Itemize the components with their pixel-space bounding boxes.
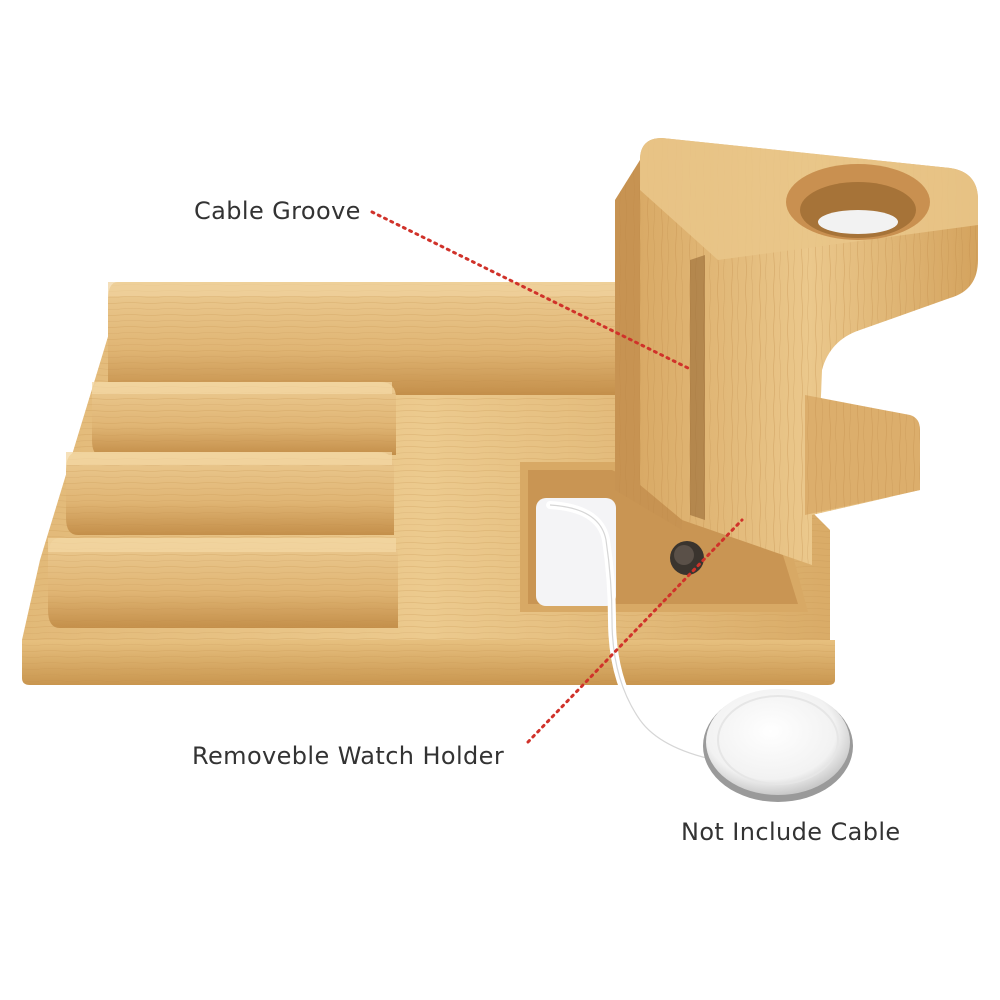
watch-holder-leader: [526, 518, 744, 744]
not-include-cable-label: Not Include Cable: [681, 818, 901, 846]
phone-slots: [48, 282, 640, 628]
removeable-watch-holder-label: Removeble Watch Holder: [192, 742, 505, 770]
cable-groove-leader: [370, 210, 694, 372]
watch-charger-puck: [703, 689, 853, 802]
watch-stand: [615, 138, 978, 565]
cable-groove-label: Cable Groove: [194, 197, 361, 225]
